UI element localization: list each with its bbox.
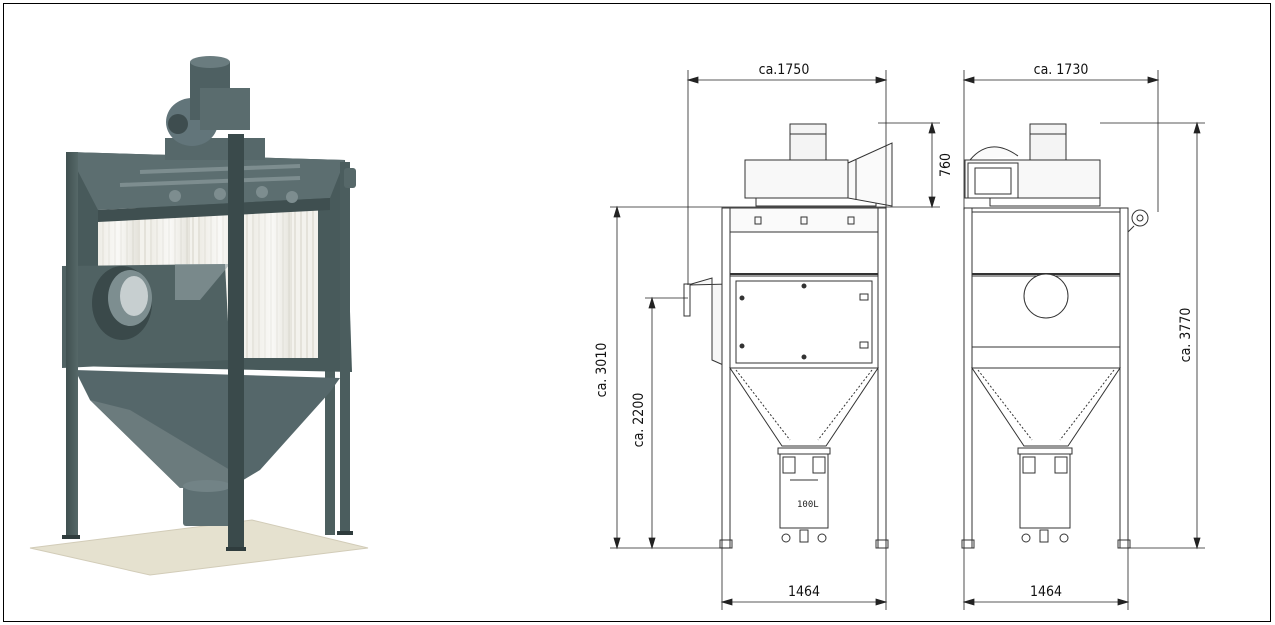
dim-inlet-height: ca. 2200 — [631, 393, 647, 448]
dim-front-width-top: ca.1750 — [759, 62, 810, 78]
bin-capacity-label: 100L — [797, 500, 819, 510]
side-view — [961, 123, 1149, 549]
dim-overall-height-side: ca. 3770 — [1178, 308, 1194, 363]
front-view — [683, 123, 893, 549]
dim-overall-height-front: ca. 3010 — [594, 343, 610, 398]
dust-collector-3d-illustration — [29, 56, 369, 576]
dim-side-width-bottom: 1464 — [1030, 584, 1062, 600]
dim-front-width-bottom: 1464 — [788, 584, 820, 600]
dimension-lines — [610, 70, 1205, 610]
dim-fan-height: 760 — [938, 153, 954, 177]
dim-side-width-top: ca. 1730 — [1034, 62, 1089, 78]
drawing-frame — [3, 3, 1271, 622]
